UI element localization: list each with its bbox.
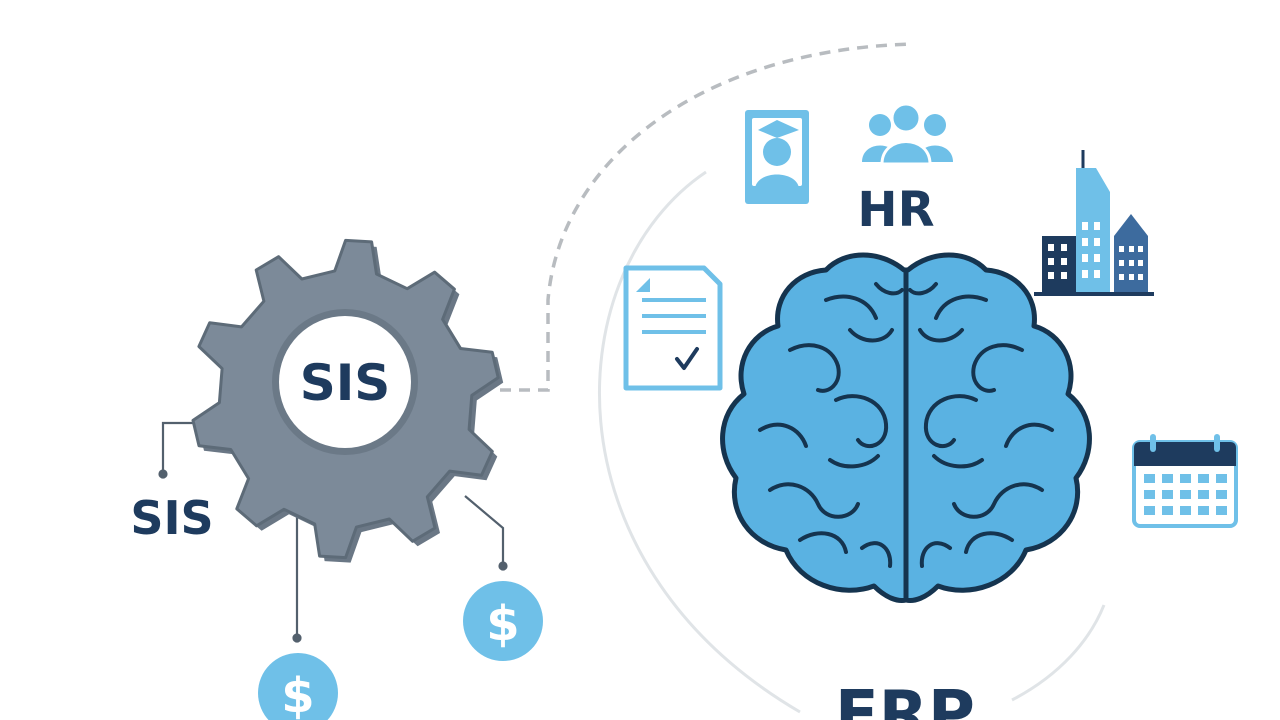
dashed-connector bbox=[500, 42, 913, 392]
document-check-icon bbox=[623, 265, 723, 391]
calendar-icon bbox=[1132, 434, 1238, 528]
erp-arc bbox=[598, 170, 1106, 714]
dollar-coin-icon: $ bbox=[258, 653, 338, 720]
gear-icon bbox=[191, 238, 504, 563]
side-label-sis: SIS bbox=[130, 491, 213, 545]
gear-connectors bbox=[158, 421, 508, 643]
hr-label: HR bbox=[857, 182, 934, 238]
brain-icon bbox=[720, 252, 1092, 603]
dollar-symbol: $ bbox=[486, 596, 519, 652]
gear-label: SIS bbox=[300, 354, 391, 412]
office-buildings-icon bbox=[1034, 150, 1154, 296]
erp-label: ERP bbox=[835, 678, 975, 720]
people-group-icon bbox=[862, 102, 953, 166]
dollar-coin-icon: $ bbox=[463, 581, 543, 661]
dollar-symbol: $ bbox=[281, 668, 314, 720]
student-profile-icon bbox=[745, 110, 809, 204]
